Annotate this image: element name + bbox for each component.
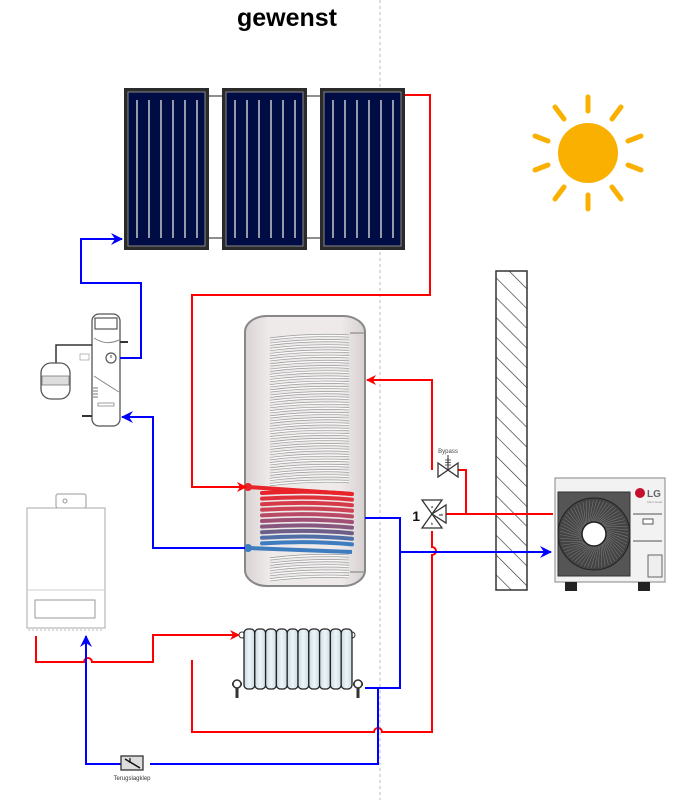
bypass-valve[interactable]: Bypass <box>437 449 459 479</box>
exterior-wall <box>495 270 528 591</box>
heat-pump-outdoor-unit: LG Life's Good <box>554 477 666 591</box>
heat-pump-brand: LG <box>647 489 661 500</box>
valve-port-a: a <box>431 504 434 509</box>
solar-collector-panel <box>320 88 405 250</box>
three-way-valve-number: 1 <box>412 508 420 524</box>
solar-pump-station <box>79 313 128 427</box>
three-way-valve[interactable]: a ab b 1 <box>412 499 447 529</box>
radiator-section <box>243 628 256 690</box>
expansion-vessel <box>40 344 92 400</box>
solar-return-pipe <box>80 233 245 549</box>
valve-port-ab: ab <box>439 512 444 517</box>
radiator-section <box>275 628 288 690</box>
radiator-section <box>308 628 321 690</box>
valve-port-b: b <box>431 521 434 526</box>
radiator-section <box>297 628 310 690</box>
diagram-title: gewenst <box>236 4 338 32</box>
radiator <box>232 628 363 698</box>
heating-return-pipe <box>80 635 379 765</box>
sun-icon <box>532 94 644 212</box>
solar-collector-panel <box>222 88 307 250</box>
check-valve-label: Terugslagklep <box>113 776 151 782</box>
heating-supply-pipe <box>35 630 240 663</box>
heat-pump-supply-pipe <box>191 375 553 733</box>
radiator-section <box>329 628 342 690</box>
hot-water-tank <box>244 315 366 587</box>
radiator-section <box>264 628 278 690</box>
solar-collectors <box>124 88 405 250</box>
radiator-section <box>286 628 299 690</box>
radiator-section <box>254 628 267 690</box>
wall-hung-boiler <box>26 493 106 631</box>
solar-collector-panel <box>124 88 209 250</box>
check-valve[interactable]: Terugslagklep <box>113 755 151 782</box>
solar-supply-pipe <box>191 94 431 492</box>
radiator-section <box>318 628 332 690</box>
heat-pump-brand-sub: Life's Good <box>647 500 662 504</box>
heat-pump-return-pipe <box>365 517 552 689</box>
bypass-label: Bypass <box>438 449 458 455</box>
radiator-section <box>340 628 353 690</box>
